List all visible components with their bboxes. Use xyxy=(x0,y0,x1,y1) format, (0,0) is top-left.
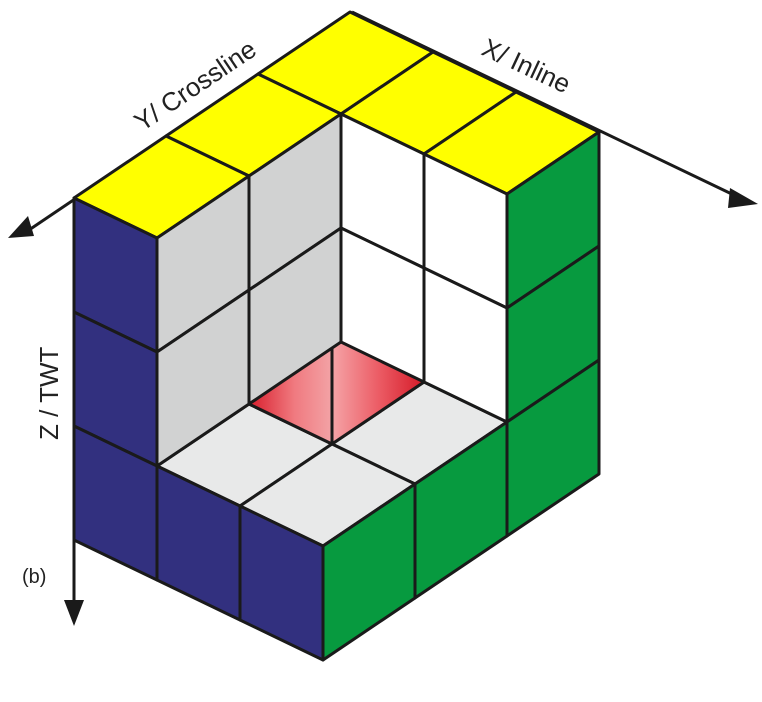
inner-open-cell xyxy=(422,266,509,424)
twt-axis-label: Z / TWT xyxy=(34,346,64,440)
inline-arrow-icon xyxy=(728,188,758,208)
inner-side-cell xyxy=(155,288,251,468)
crossline-arrow-icon xyxy=(8,216,34,238)
right-face-cell xyxy=(321,482,417,662)
voxel-grid xyxy=(72,10,601,662)
twt-arrow-icon xyxy=(64,600,84,626)
panel-label: (b) xyxy=(22,566,46,588)
